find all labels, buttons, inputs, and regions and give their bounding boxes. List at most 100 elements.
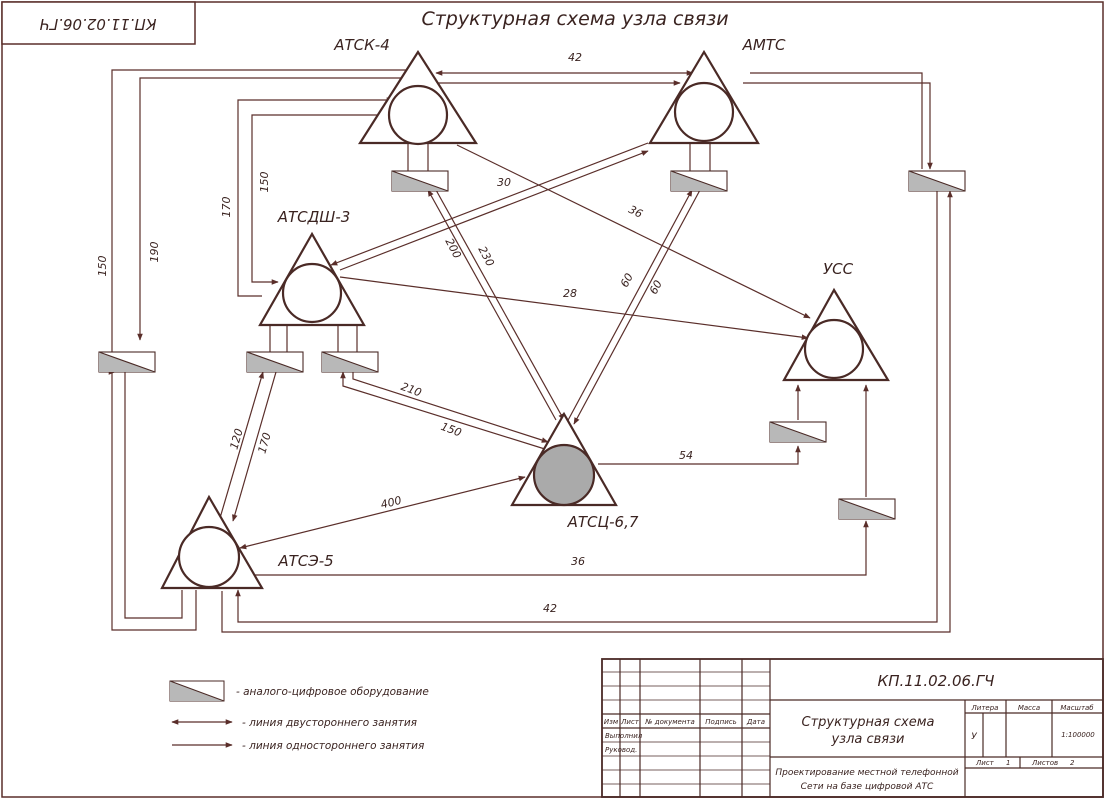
- tb-col-izm: Изм: [604, 718, 619, 726]
- link-amts-atsts-a: [565, 189, 693, 425]
- link-atsk4-atse-inner: [137, 77, 432, 341]
- tb-masshtab-header: Масштаб: [1060, 704, 1094, 712]
- tb-col-date: Дата: [746, 718, 765, 726]
- tb-masshtab-value: 1:100000: [1061, 731, 1095, 739]
- device-right-upper: [908, 170, 966, 192]
- device-uss-lower: [838, 498, 896, 520]
- device-amts: [670, 170, 728, 192]
- link-atsdsh-atse-b: [232, 371, 277, 522]
- link-num-atsdsh-atse-a: 120: [227, 427, 245, 451]
- node-atsdsh3: [258, 231, 366, 327]
- equipment-devices: [98, 170, 966, 520]
- title-block-text: КП.11.02.06.ГЧ Изм Лист № документа Подп…: [604, 672, 1095, 792]
- link-atsdsh-atsts-a: [340, 371, 549, 451]
- link-amts-atsdsh-b: [339, 150, 649, 271]
- link-num-atsts-atse: 400: [379, 494, 403, 512]
- nodes: [160, 49, 890, 590]
- tb-litera-header: Литера: [971, 704, 999, 712]
- link-amts-right-b: [743, 82, 933, 170]
- mirrored-stamp-box: [1, 1, 196, 45]
- link-atse-uss: [248, 520, 869, 576]
- node-label-atse5: АТСЭ-5: [277, 552, 333, 570]
- link-atsts-atse: [239, 475, 526, 550]
- link-amts-right-a: [750, 72, 923, 169]
- node-label-atsts67: АТСЦ-6,7: [567, 513, 639, 531]
- link-numbers: 42 30 36 28 200 230 60 60 210 150 54 400…: [96, 51, 693, 615]
- node-atsk4: [357, 49, 479, 146]
- link-num-atsts-uss: 54: [679, 449, 693, 462]
- mirrored-stamp-text: КП.11.02.06.ГЧ: [40, 15, 157, 33]
- link-num-atsk4-atsdsh-outer: 170: [220, 197, 233, 218]
- tb-col-sign: Подпись: [705, 718, 737, 726]
- tb-list-value: 1: [1006, 759, 1010, 767]
- link-atsk4-atsdsh-inner: [251, 114, 380, 285]
- tb-project-2: Сети на базе цифровой АТС: [801, 782, 934, 792]
- tb-row-vypolnil: Выполнил: [605, 732, 643, 740]
- legend-two-way-text: - линия двустороннего занятия: [242, 717, 417, 729]
- link-num-amts-atsdsh: 30: [497, 176, 511, 189]
- link-num-atsk4-amts: 42: [568, 51, 582, 64]
- tb-row-rukovod: Руковод.: [605, 746, 637, 754]
- link-atse-amts-b: [221, 190, 953, 633]
- link-atse-amts-a: [235, 191, 938, 623]
- tb-project-1: Проектирование местной телефонной: [775, 768, 958, 778]
- link-atsts-uss: [598, 445, 801, 465]
- device-atsdsh-right: [321, 351, 379, 373]
- node-label-amts: АМТС: [742, 36, 786, 54]
- device-left: [98, 351, 156, 373]
- link-num-atsk4-uss: 36: [626, 203, 644, 221]
- link-atsdsh-atsts-b: [352, 372, 549, 443]
- link-amts-atsdsh-a: [330, 142, 649, 266]
- legend-equipment-text: - аналого-цифровое оборудование: [236, 686, 429, 698]
- link-num-amts-atsts-b: 60: [647, 278, 665, 296]
- link-num-atse-uss: 36: [571, 555, 585, 568]
- title-block: [601, 658, 1104, 798]
- tb-massa-header: Масса: [1018, 704, 1040, 712]
- device-uss-upper: [769, 421, 827, 443]
- tb-col-list: Лист: [620, 718, 640, 726]
- tb-drawing-title-2: узла связи: [830, 732, 904, 747]
- link-atsk4-atse-outer: [111, 69, 426, 631]
- link-num-atsk4-atsdsh-inner: 150: [258, 172, 271, 193]
- link-atsk4-uss: [456, 144, 811, 319]
- tb-list-header: Лист: [975, 759, 995, 767]
- link-num-atsdsh-uss: 28: [563, 287, 577, 300]
- link-num-atsk4-atsts-b: 230: [475, 244, 496, 269]
- legend-one-way-text: - линия одностороннего занятия: [242, 740, 424, 752]
- link-atsk4-atsdsh-outer: [237, 97, 394, 297]
- link-atsdsh-atse-a: [219, 371, 264, 519]
- link-num-atsdsh-atsts-a: 210: [399, 380, 423, 399]
- node-label-atsk4: АТСК-4: [333, 36, 390, 54]
- tb-drawing-title-1: Структурная схема: [802, 715, 935, 730]
- node-amts: [648, 49, 760, 145]
- link-num-atsk4-atse-outer: 150: [96, 256, 109, 277]
- title-block-code: КП.11.02.06.ГЧ: [878, 672, 995, 690]
- link-atsk4-atsts-a: [427, 189, 557, 421]
- link-num-atsk4-atse-inner: 190: [148, 242, 161, 263]
- legend: - аналого-цифровое оборудование - линия …: [169, 680, 429, 752]
- link-atsk4-atsts-b: [435, 189, 565, 421]
- link-num-atsdsh-atse-b: 170: [255, 431, 273, 455]
- node-label-uss: УСС: [823, 260, 854, 278]
- tb-col-doc: № документа: [644, 718, 695, 726]
- link-amts-atsts-b: [573, 189, 701, 425]
- tb-litera-value: У: [971, 732, 977, 742]
- tb-listov-header: Листов: [1031, 759, 1058, 767]
- node-label-atsdsh3: АТСДШ-3: [277, 208, 351, 226]
- link-atsdsh-uss: [339, 276, 809, 340]
- link-num-atse-amts: 42: [543, 602, 557, 615]
- link-lines: [111, 69, 953, 633]
- link-num-amts-atsts-a: 60: [618, 271, 636, 289]
- tb-listov-value: 2: [1070, 759, 1075, 767]
- node-atse5: [160, 494, 264, 590]
- link-num-atsk4-atsts-a: 200: [442, 236, 463, 261]
- device-atsk4: [391, 170, 449, 192]
- link-atse-left-device: [124, 371, 183, 619]
- node-uss: [782, 287, 890, 382]
- node-atsts67: [510, 411, 618, 507]
- device-atsdsh-left: [246, 351, 304, 373]
- diagram-title: Структурная схема узла связи: [421, 8, 728, 30]
